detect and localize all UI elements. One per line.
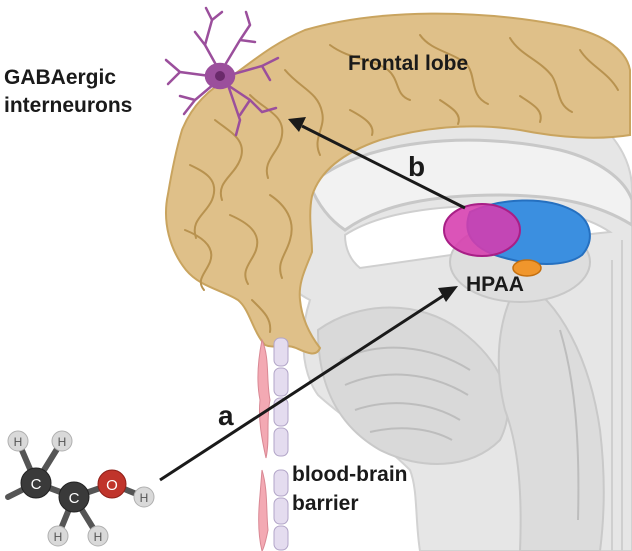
gaba-label-line1: GABAergic — [4, 66, 116, 89]
svg-text:C: C — [69, 490, 80, 507]
svg-text:O: O — [106, 477, 118, 494]
gaba-label-line2: interneurons — [4, 94, 132, 117]
oxygen-atom: O — [97, 469, 127, 499]
neuron-icon — [164, 6, 280, 137]
hydrogen-atom: H — [51, 430, 73, 452]
hpaa-pink-region — [443, 203, 521, 257]
frontal-lobe — [165, 12, 631, 355]
hpaa-orange-region — [512, 259, 542, 277]
hpaa-label: HPAA — [466, 273, 524, 296]
svg-text:C: C — [31, 476, 42, 493]
hydrogen-atom: H — [47, 525, 69, 547]
arrow-a — [159, 286, 458, 482]
hpaa-structures — [443, 199, 591, 277]
svg-text:H: H — [140, 491, 149, 505]
ethanol-molecule-icon: H H H H H H C C O — [5, 430, 155, 547]
hydrogen-atom: H — [87, 525, 109, 547]
blood-brain-barrier-icon — [257, 337, 289, 551]
bbb-label-line1: blood-brain — [292, 463, 407, 486]
hydrogen-atom: H — [7, 430, 29, 452]
arrow-a-label: a — [218, 400, 234, 431]
frontal-lobe-label: Frontal lobe — [348, 52, 468, 75]
arrow-b — [288, 117, 466, 210]
svg-text:H: H — [58, 435, 67, 449]
svg-text:H: H — [54, 530, 63, 544]
hydrogen-atom: H — [133, 486, 155, 508]
svg-text:H: H — [14, 435, 23, 449]
frontal-lobe-shape — [165, 12, 631, 355]
carbon-atom: C — [58, 481, 90, 513]
arrow-b-label: b — [408, 151, 425, 182]
bbb-label-line2: barrier — [292, 492, 359, 515]
svg-text:H: H — [94, 530, 103, 544]
carbon-atom: C — [20, 467, 52, 499]
